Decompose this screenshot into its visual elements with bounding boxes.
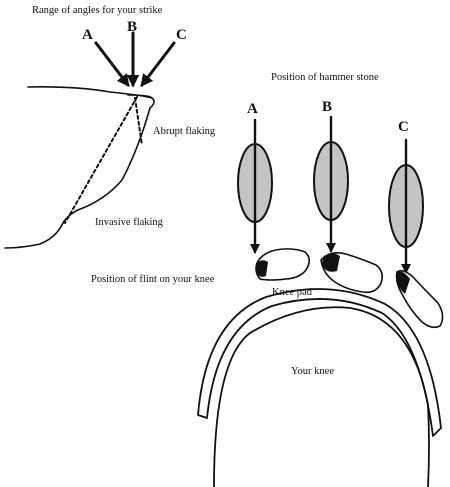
knee-label: Your knee — [291, 366, 334, 377]
hammer-letter-b: B — [322, 99, 332, 115]
flint-piece-b — [320, 252, 383, 294]
hammer-stone-title: Position of hammer stone — [271, 72, 379, 83]
hammer-letter-a: A — [247, 101, 258, 117]
flint-position-label: Position of flint on your knee — [91, 274, 215, 285]
knee-pad-label: Knee pad — [272, 287, 313, 298]
flint-piece-a — [255, 248, 311, 281]
strike-letter-c: C — [176, 27, 187, 43]
abrupt-flaking-label: Abrupt flaking — [153, 126, 216, 137]
hammer-stone-c — [388, 138, 424, 275]
hammer-stone-a — [237, 118, 273, 255]
strike-angle-arrows — [94, 31, 176, 88]
knee-pad — [197, 288, 442, 437]
hammer-letter-c: C — [398, 119, 409, 135]
abrupt-flake-line — [134, 97, 143, 146]
strike-letter-b: B — [127, 19, 137, 35]
flint-piece-c — [395, 269, 444, 329]
strike-arrow-a — [94, 41, 130, 88]
flint-edge-profile — [4, 86, 155, 249]
invasive-flake-line — [64, 96, 138, 224]
strike-letter-a: A — [82, 27, 93, 43]
knee-outline — [213, 306, 430, 487]
strike-angles-title: Range of angles for your strike — [32, 5, 163, 16]
invasive-flaking-label: Invasive flaking — [95, 217, 164, 228]
strike-arrow-c — [140, 41, 176, 88]
hammer-stone-b — [313, 115, 349, 254]
